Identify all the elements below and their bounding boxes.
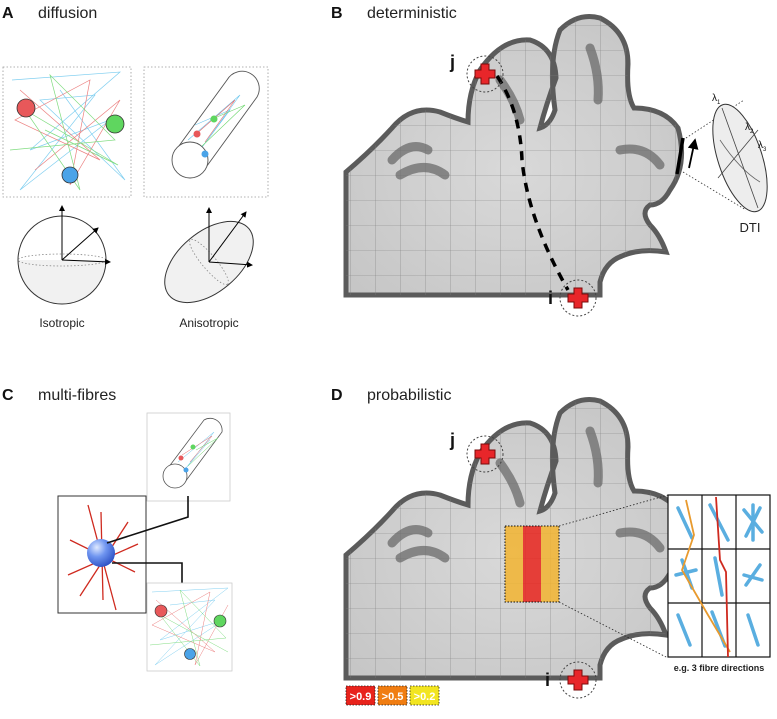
- red-particle: [16, 98, 36, 118]
- legend-label-0: >0.9: [350, 691, 372, 703]
- point-j-label: j: [449, 52, 455, 72]
- panel-d-letter: D: [331, 387, 343, 404]
- red-particle-c: [154, 604, 168, 618]
- blue-particle-small: [201, 150, 209, 158]
- fibre-grid-inset: [667, 494, 771, 658]
- panel-c-letter: C: [2, 387, 14, 404]
- panel-d-title: probabilistic: [367, 387, 451, 404]
- diffusion-sphere: [87, 539, 115, 567]
- green-particle: [105, 114, 125, 134]
- point-i-label-d: i: [545, 670, 550, 690]
- lambda1-label: λ1: [712, 93, 721, 106]
- legend-swatch-1: [377, 685, 408, 706]
- roi-i-cross-d: [567, 669, 589, 691]
- blue-particle-c: [184, 648, 196, 660]
- roi-i-circle: [559, 279, 597, 317]
- point-j-label-d: j: [449, 430, 455, 450]
- legend-label-2: >0.2: [414, 691, 436, 703]
- brain-slice-b: [346, 17, 682, 296]
- lambda2-label: λ2: [745, 122, 754, 135]
- legend-swatch-0: [345, 685, 376, 706]
- panel-a-letter: A: [2, 5, 14, 22]
- legend-swatch-2: [409, 685, 440, 706]
- cylinder-small: [162, 417, 223, 489]
- dti-tensor-glyph: [675, 99, 768, 213]
- zoom-lines: [558, 494, 669, 659]
- panel-a-title: diffusion: [38, 5, 97, 22]
- panel-b: B deterministic j i: [331, 5, 768, 317]
- dti-label: DTI: [740, 220, 761, 235]
- roi-j-circle: [466, 55, 504, 93]
- legend-label-1: >0.5: [382, 691, 404, 703]
- cylinder: [171, 70, 260, 179]
- blue-particle: [61, 166, 79, 184]
- legend-item-2: >0.2: [409, 685, 440, 706]
- roi-j-cross: [474, 63, 496, 85]
- green-particle-small: [210, 115, 218, 123]
- panel-b-letter: B: [331, 5, 343, 22]
- anisotropic-ellipsoid: [164, 207, 254, 304]
- roi-j-circle-d: [466, 435, 504, 473]
- legend-item-0: >0.9: [345, 685, 376, 706]
- roi-i-circle-d: [559, 661, 597, 699]
- isotropic-sphere: [17, 205, 111, 305]
- random-walk-paths: [9, 71, 126, 191]
- panel-b-title: deterministic: [367, 5, 457, 22]
- lambda3-label: λ3: [758, 140, 767, 153]
- probability-legend: >0.9 >0.5 >0.2: [345, 685, 440, 706]
- panel-c-title: multi-fibres: [38, 387, 116, 404]
- roi-j-cross-d: [474, 443, 496, 465]
- point-i-label: i: [548, 288, 553, 308]
- anisotropic-label: Anisotropic: [179, 316, 238, 330]
- red-particle-small: [193, 130, 201, 138]
- deterministic-streamline: [495, 75, 570, 291]
- panel-a: A diffusion: [2, 5, 269, 330]
- inset-caption: e.g. 3 fibre directions: [674, 663, 765, 673]
- connector-lines: [106, 496, 189, 583]
- green-particle-c: [213, 614, 227, 628]
- panel-d: D probabilistic: [331, 387, 771, 706]
- probability-heat-region: [504, 525, 560, 603]
- brain-slice-d: [346, 400, 682, 679]
- roi-i-cross: [567, 287, 589, 309]
- panel-c: C multi-fibres: [2, 387, 233, 672]
- isotropic-label: Isotropic: [39, 316, 84, 330]
- legend-item-1: >0.5: [377, 685, 408, 706]
